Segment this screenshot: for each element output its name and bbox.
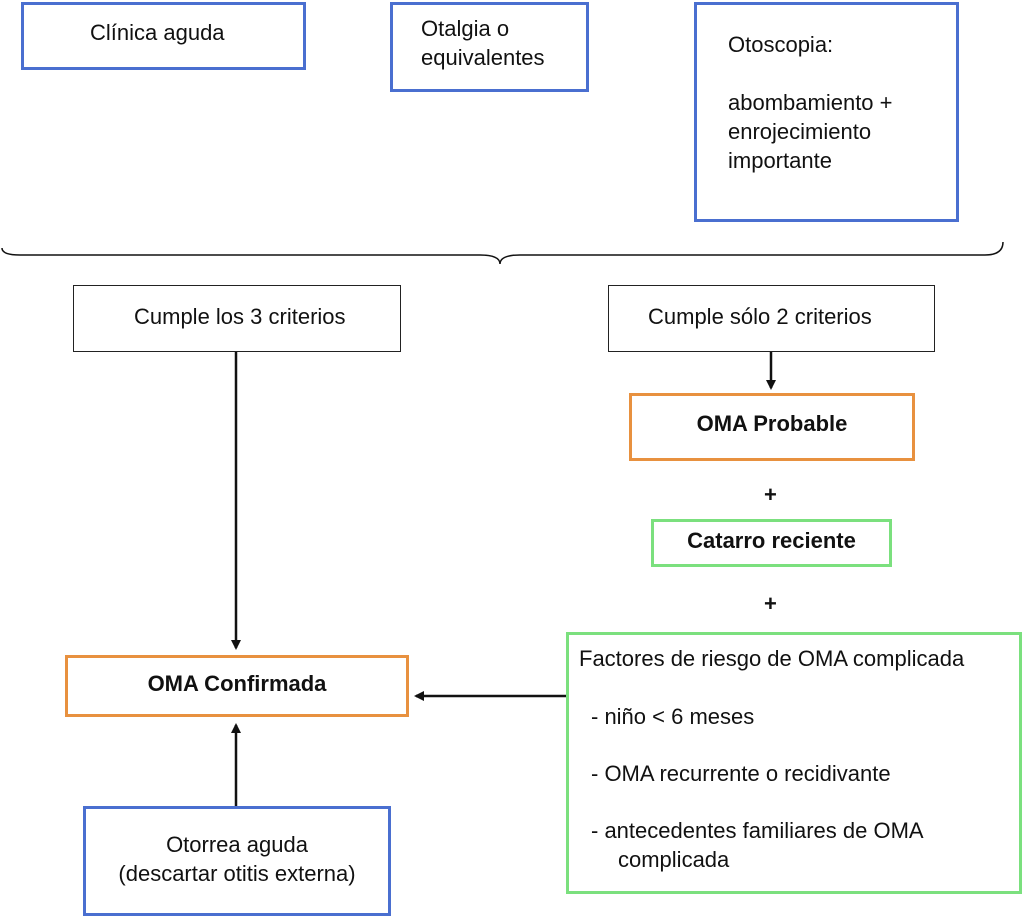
factores-riesgo-box [566,632,1022,894]
criterion-otoscopia-title: Otoscopia: [728,32,834,57]
criterion-otalgia-line1: Otalgia o [421,16,510,41]
criterion-otalgia-line2: equivalentes [421,45,545,70]
otorrea-aguda-line2: (descartar otitis externa) [118,861,356,886]
oma-probable-text: OMA Probable [696,411,848,436]
factores-item-antecedentes-cont: complicada [618,847,730,872]
oma-confirmada-box [65,655,409,717]
criterion-otoscopia-line2: enrojecimiento [728,119,872,144]
oma-probable-box [629,393,915,461]
catarro-reciente-box [651,519,892,567]
branch-three-criteria-box [73,285,401,352]
factores-item-antecedentes: - antecedentes familiares de OMA [591,818,924,843]
criterion-otoscopia-line3: importante [728,148,832,173]
criterion-otoscopia-line1: abombamiento + [728,90,893,115]
otorrea-aguda-box [83,806,391,916]
catarro-reciente-text: Catarro reciente [687,528,856,553]
curly-brace [1,241,1004,265]
factores-riesgo-title: Factores de riesgo de OMA complicada [579,646,965,671]
factores-item-recurrente: - OMA recurrente o recidivante [591,761,891,786]
oma-confirmada-text: OMA Confirmada [147,671,327,696]
branch-three-criteria-text: Cumple los 3 criterios [134,304,346,329]
branch-two-criteria-text: Cumple sólo 2 criterios [648,304,872,329]
otorrea-aguda-line1: Otorrea aguda [166,832,308,857]
factores-item-edad: - niño < 6 meses [591,704,755,729]
criterion-otoscopia-box [694,2,959,222]
criterion-clinica-text: Clínica aguda [90,20,225,45]
criterion-otalgia-box [390,2,589,92]
criterion-clinica-box [21,2,306,70]
plus-sign-1: + [764,482,777,507]
plus-sign-2: + [764,591,777,616]
branch-two-criteria-box [608,285,935,352]
